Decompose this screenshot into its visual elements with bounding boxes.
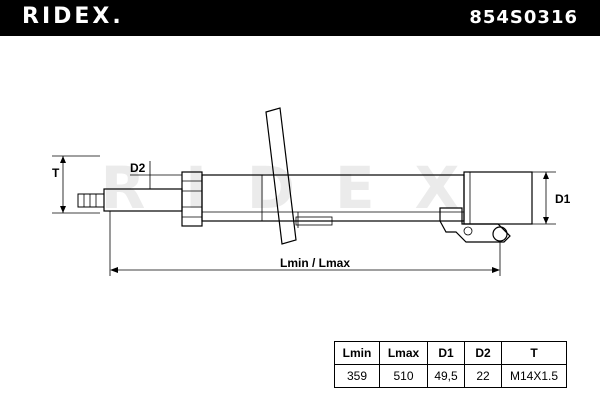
label-d1: D1 bbox=[555, 192, 571, 206]
knuckle-bracket bbox=[439, 207, 511, 243]
shock-absorber-drawing: RIDEX bbox=[52, 107, 571, 276]
spec-value: 359 bbox=[334, 364, 380, 388]
spec-header: D2 bbox=[464, 341, 502, 365]
spec-header: D1 bbox=[427, 341, 465, 365]
label-t: T bbox=[52, 166, 60, 180]
spec-header: Lmax bbox=[379, 341, 428, 365]
spec-table: Lmin Lmax D1 D2 T 359 510 49,5 22 M14X1.… bbox=[334, 341, 567, 388]
label-d2: D2 bbox=[130, 161, 146, 175]
part-number: 854S0316 bbox=[469, 7, 578, 28]
spec-header-row: Lmin Lmax D1 D2 T bbox=[334, 341, 567, 365]
spec-value: 49,5 bbox=[427, 364, 465, 388]
spring-seat bbox=[265, 107, 297, 245]
spec-value: 22 bbox=[464, 364, 502, 388]
spec-value: M14X1.5 bbox=[501, 364, 567, 388]
header-bar: RIDEX. 854S0316 bbox=[0, 0, 600, 36]
brand-logo: RIDEX. bbox=[22, 4, 124, 29]
spec-header: Lmin bbox=[334, 341, 380, 365]
label-length: Lmin / Lmax bbox=[280, 256, 350, 270]
spec-value-row: 359 510 49,5 22 M14X1.5 bbox=[334, 364, 567, 388]
spec-header: T bbox=[501, 341, 567, 365]
spec-value: 510 bbox=[379, 364, 428, 388]
